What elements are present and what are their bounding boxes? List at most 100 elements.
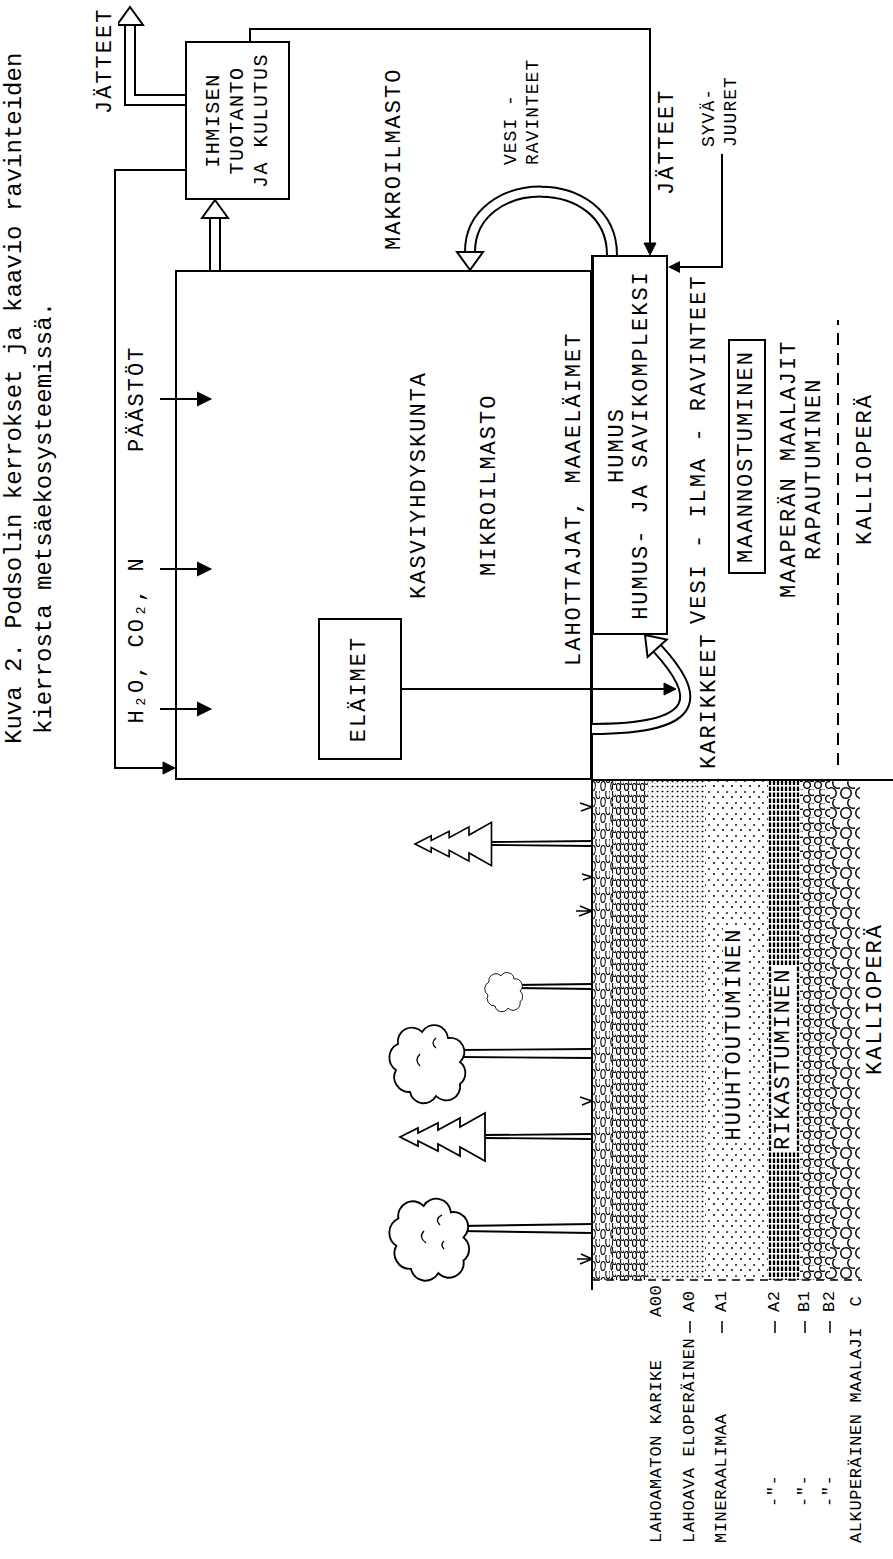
trees	[576, 803, 592, 1264]
edge-label: KARIKKEET	[698, 630, 722, 771]
text-label: MINERAALIMAA	[712, 1411, 732, 1545]
text-label: H₂O, CO₂, N	[126, 554, 150, 725]
text-label: KALLIOPERÄ	[864, 921, 888, 1077]
node-text: MAANNOSTUMINEN	[735, 350, 759, 563]
soil-profile	[800, 780, 830, 1280]
text-label: KALLIOPERÄ	[854, 391, 878, 547]
flow-arrow	[470, 192, 612, 255]
text-label: LAHOAMATON KARIKE	[647, 1357, 667, 1545]
text-label: -"-	[765, 1473, 785, 1509]
text-label: LAHOAVA ELOPERÄINEN	[680, 1336, 700, 1545]
flow-arrow	[645, 635, 667, 657]
bedrock-boundary	[837, 320, 839, 765]
flow-arrow	[202, 200, 228, 270]
text-label: LAHOTTAJAT, MAAELÄIMET	[563, 330, 587, 668]
text-label: ALKUPERÄINEN MAALAJI	[847, 1325, 867, 1545]
soil-profile	[592, 779, 893, 781]
trees	[515, 984, 592, 989]
trees	[389, 803, 592, 1281]
trees	[417, 1038, 436, 1066]
soil-profile	[705, 780, 768, 1280]
soil-profile	[592, 780, 612, 1280]
trees	[415, 822, 492, 865]
edge-label: JÄTTEET	[656, 87, 680, 197]
text-label: B2	[820, 1288, 840, 1314]
trees	[389, 1025, 465, 1103]
flow-arrow	[250, 29, 656, 255]
input-arrows	[198, 393, 210, 405]
plant-community-frame: KASVIYHDYSKUNTA MIKROILMASTO ELÄIMET	[175, 270, 592, 780]
trees	[460, 1224, 592, 1233]
text-label: A00	[647, 1283, 667, 1319]
text-label: -"-	[795, 1473, 815, 1509]
human-box: IHMISEN TUOTANTO JA KULUTUS	[185, 41, 290, 200]
node-text: KASVIYHDYSKUNTA	[408, 371, 432, 599]
text-label: A2	[765, 1288, 785, 1314]
animals-box: ELÄIMET	[318, 618, 402, 760]
soil-profile	[592, 1279, 862, 1281]
trees	[421, 1215, 444, 1249]
text-label: A0	[680, 1288, 700, 1314]
waste-output-arrow	[117, 7, 185, 100]
waste-output-arrow	[130, 25, 185, 100]
node-text: ELÄIMET	[348, 636, 372, 742]
text-label: -"-	[820, 1473, 840, 1509]
soil-profile	[612, 780, 648, 1280]
trees	[389, 1199, 469, 1281]
flow-arrow	[209, 218, 221, 270]
horizon-dashes	[774, 1321, 776, 1333]
trees	[458, 1049, 592, 1058]
horizon-dashes	[829, 1321, 831, 1333]
trees	[492, 841, 592, 846]
flow-arrow	[457, 252, 483, 270]
input-arrows	[160, 708, 199, 710]
flow-arrow	[457, 192, 612, 270]
node-text: HUMUS	[606, 407, 630, 483]
input-arrows	[198, 563, 210, 575]
flow-arrow	[470, 192, 612, 255]
input-arrows	[160, 568, 199, 570]
soil-formation-box: MAANNOSTUMINEN	[728, 339, 766, 574]
node-text: IHMISEN TUOTANTO JA KULUTUS	[202, 51, 274, 190]
node-text: HUMUS- JA SAVIKOMPLEKSI	[630, 270, 654, 620]
flow-arrow	[163, 762, 175, 774]
flow-arrow	[402, 688, 664, 690]
input-arrows	[160, 398, 199, 400]
text-label: VESI - ILMA - RAVINTEET	[688, 272, 712, 626]
flow-arrow	[592, 635, 685, 729]
waste-output-arrow	[130, 25, 185, 100]
text-label: HUUHTOUTUMINEN	[723, 926, 747, 1143]
horizon-dashes	[804, 1321, 806, 1333]
waste-output-arrow	[117, 7, 143, 25]
deep-roots-arrow	[679, 154, 722, 267]
humus-box: HUMUSHUMUS- JA SAVIKOMPLEKSI	[592, 255, 668, 635]
trees	[485, 1134, 592, 1139]
input-arrows	[160, 393, 210, 715]
text-label: RIKASTUMINEN	[772, 966, 796, 1152]
text-label: A1	[712, 1288, 732, 1314]
flow-arrow	[202, 200, 228, 218]
text-label: PÄÄSTÖT	[126, 344, 150, 454]
soil-profile	[768, 780, 800, 1280]
figure-caption: Kuva 2. Podsolin kerrokset ja kaavio rav…	[0, 9, 60, 744]
flow-arrow	[644, 243, 656, 255]
horizon-dashes	[689, 1321, 691, 1333]
edge-label: VESI - RAVINTEET	[500, 43, 544, 167]
trees	[400, 1113, 485, 1161]
deep-roots-arrow	[668, 261, 680, 273]
input-arrows	[198, 703, 210, 715]
flow-arrow	[211, 218, 219, 270]
soil-profile	[648, 780, 705, 1280]
text-label: SYVÄ- JUURET	[698, 61, 742, 149]
soil-profile	[830, 780, 860, 1280]
trees	[485, 973, 523, 1012]
horizon-dashes	[690, 1321, 830, 1333]
text-label: MAKROILMASTO	[383, 66, 407, 252]
node-text: MIKROILMASTO	[478, 394, 502, 576]
flow-arrow	[664, 683, 676, 695]
flow-arrow	[402, 683, 676, 695]
horizon-dashes	[721, 1321, 723, 1333]
text-label: C	[847, 1294, 867, 1309]
soil-profile	[592, 780, 893, 1280]
